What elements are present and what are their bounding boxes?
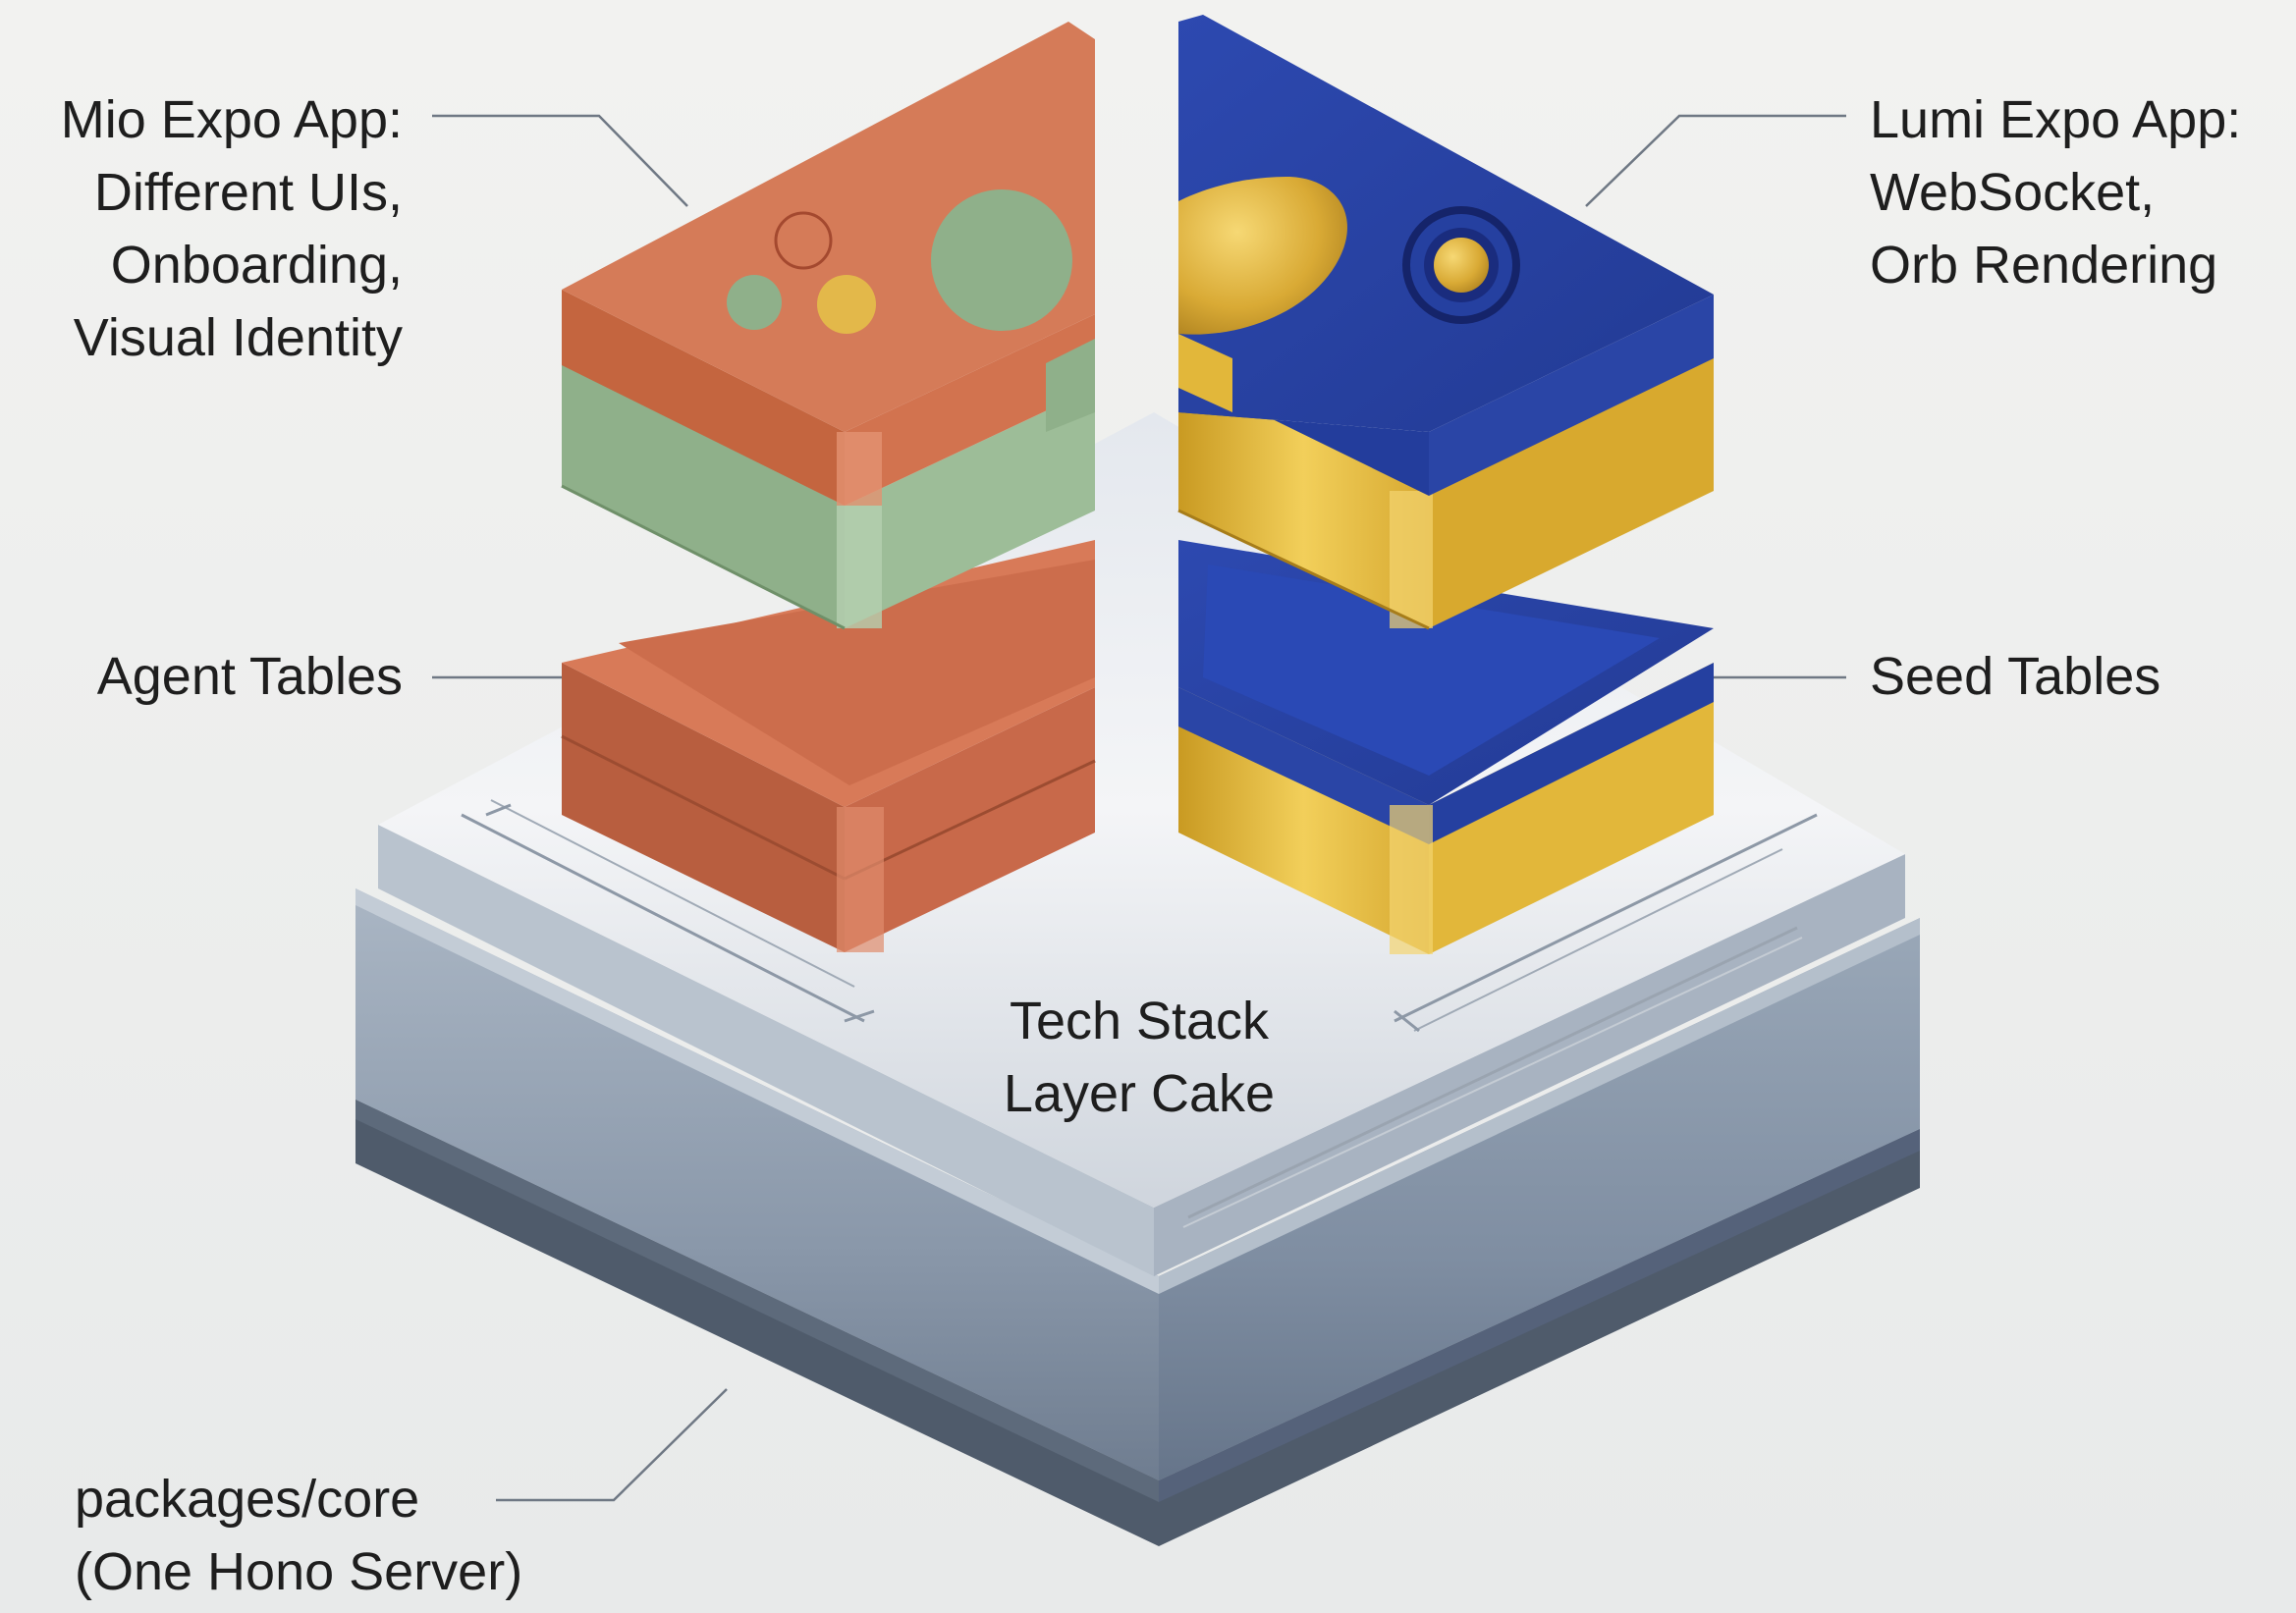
label-line: Mio Expo App:	[60, 90, 403, 149]
label-lumi-expo-app: Lumi Expo App: WebSocket, Orb Rendering	[1870, 83, 2241, 301]
core-base-block	[355, 412, 1920, 1546]
label-packages-core: packages/core (One Hono Server)	[75, 1463, 522, 1608]
leader-core	[496, 1388, 728, 1502]
label-line: packages/core	[75, 1470, 420, 1529]
label-line: Agent Tables	[96, 647, 403, 706]
agent-tables-block	[561, 540, 1096, 952]
mio-sage-layer	[561, 363, 1095, 630]
center-title: Tech Stack Layer Cake	[943, 985, 1336, 1130]
lumi-gold-layer	[1177, 353, 1714, 630]
leader-mio	[432, 114, 688, 207]
leader-lumi	[1585, 114, 1846, 207]
label-agent-tables: Agent Tables	[97, 640, 403, 713]
label-line: Onboarding,	[110, 236, 403, 295]
label-seed-tables: Seed Tables	[1870, 640, 2160, 713]
lumi-top-block	[1178, 15, 1714, 496]
mio-top-block	[562, 22, 1095, 506]
label-line: (One Hono Server)	[75, 1542, 523, 1601]
label-line: Different UIs,	[93, 163, 403, 222]
seed-tables-block	[1178, 540, 1714, 954]
title-line: Tech Stack	[1009, 992, 1270, 1050]
title-line: Layer Cake	[1003, 1064, 1276, 1123]
label-line: Visual Identity	[73, 308, 403, 367]
leader-lines	[432, 114, 1846, 1502]
label-mio-expo-app: Mio Expo App: Different UIs, Onboarding,…	[61, 83, 403, 374]
mio-stack	[561, 22, 1096, 952]
lumi-stack	[1177, 15, 1714, 954]
label-line: Seed Tables	[1870, 647, 2161, 706]
label-line: Lumi Expo App:	[1870, 90, 2242, 149]
label-line: WebSocket,	[1870, 163, 2156, 222]
label-line: Orb Rendering	[1870, 236, 2218, 295]
